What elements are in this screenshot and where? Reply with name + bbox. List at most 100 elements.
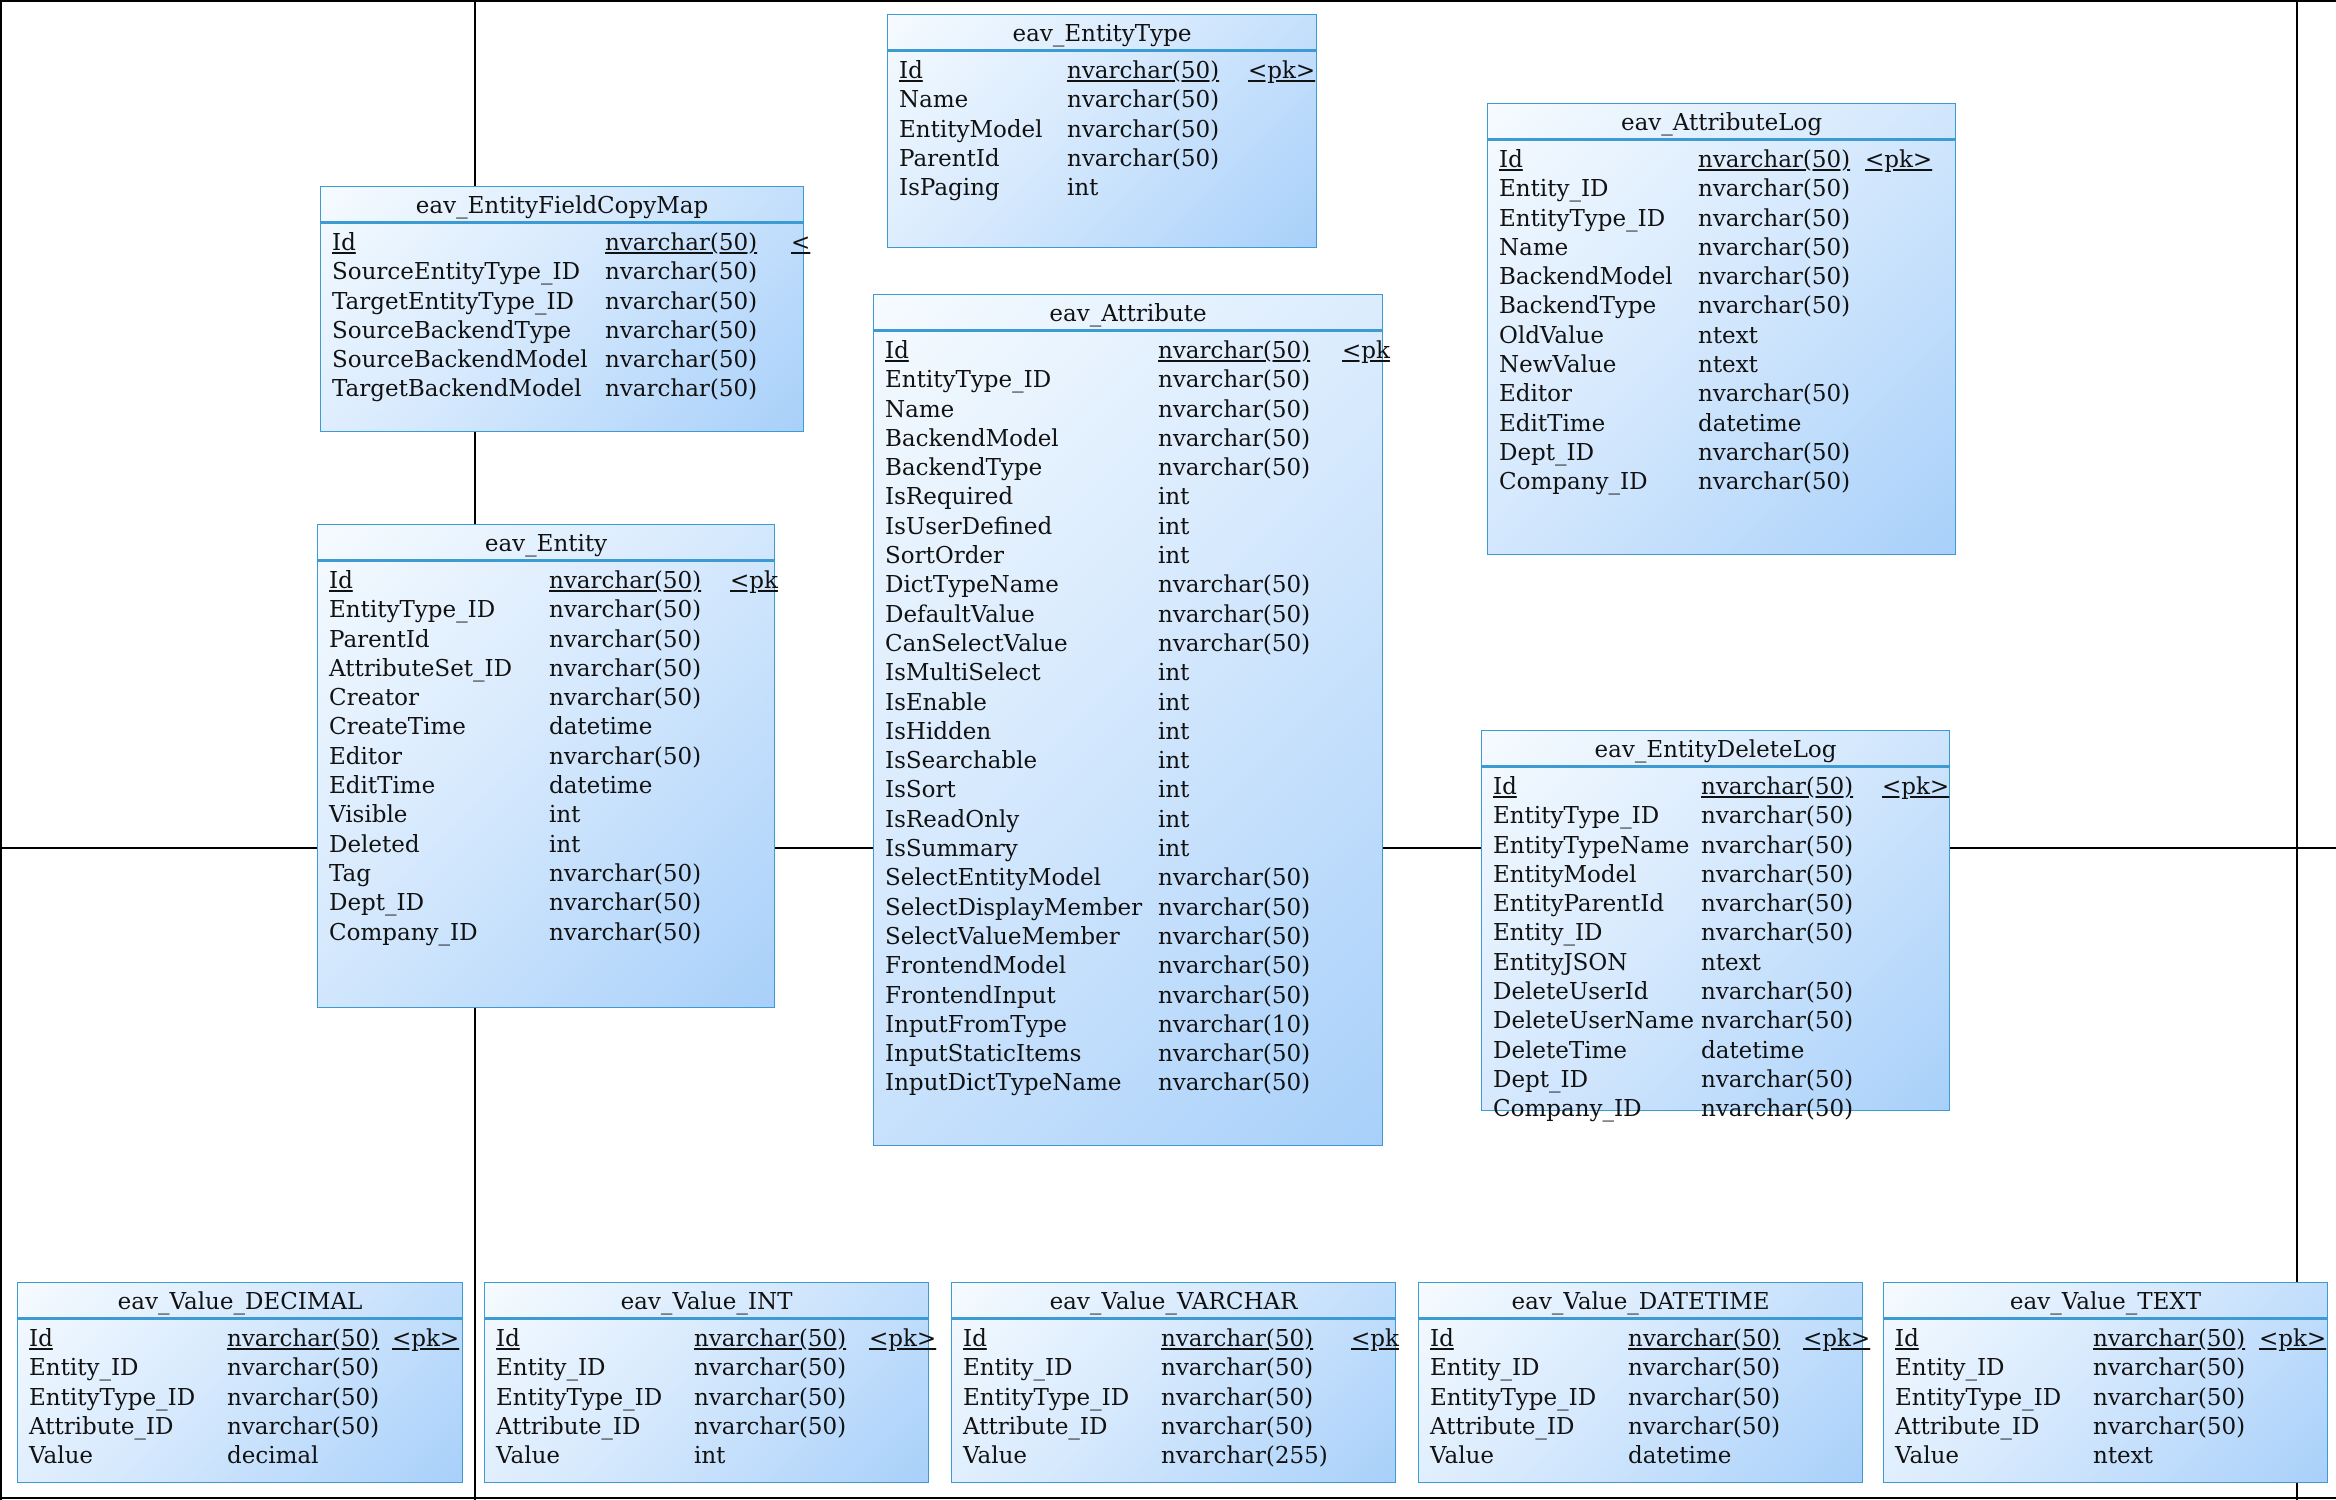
column-row[interactable]: Entity_IDnvarchar(50) <box>963 1353 1395 1382</box>
column-row[interactable]: Attribute_IDnvarchar(50) <box>963 1412 1395 1441</box>
column-row[interactable]: Idnvarchar(50)<pk> <box>29 1324 462 1353</box>
column-row[interactable]: BackendTypenvarchar(50) <box>1499 291 1955 320</box>
column-row[interactable]: InputStaticItemsnvarchar(50) <box>885 1039 1382 1068</box>
column-row[interactable]: EntityParentIdnvarchar(50) <box>1493 889 1949 918</box>
column-row[interactable]: Idnvarchar(50)<pk> <box>496 1324 936 1353</box>
column-row[interactable]: EntityType_IDnvarchar(50) <box>1493 801 1949 830</box>
column-row[interactable]: Idnvarchar(50)<pk> <box>1493 772 1949 801</box>
column-row[interactable]: EntityModelnvarchar(50) <box>899 115 1316 144</box>
column-row[interactable]: IsUserDefinedint <box>885 512 1382 541</box>
column-row[interactable]: DeleteTimedatetime <box>1493 1036 1949 1065</box>
column-row[interactable]: Editornvarchar(50) <box>329 742 774 771</box>
column-row[interactable]: Namenvarchar(50) <box>1499 233 1955 262</box>
column-row[interactable]: Company_IDnvarchar(50) <box>1493 1094 1949 1123</box>
column-row[interactable]: Namenvarchar(50) <box>899 85 1316 114</box>
column-row[interactable]: ParentIdnvarchar(50) <box>329 625 774 654</box>
column-row[interactable]: Company_IDnvarchar(50) <box>329 918 774 947</box>
table-eav-value-int[interactable]: eav_Value_INTIdnvarchar(50)<pk>Entity_ID… <box>484 1282 936 1483</box>
column-row[interactable]: Idnvarchar(50)<pk> <box>1499 145 1955 174</box>
column-row[interactable]: IsSortint <box>885 775 1382 804</box>
column-row[interactable]: EntityJSONntext <box>1493 948 1949 977</box>
column-row[interactable]: IsMultiSelectint <box>885 658 1382 687</box>
column-row[interactable]: IsSearchableint <box>885 746 1382 775</box>
column-row[interactable]: ParentIdnvarchar(50) <box>899 144 1316 173</box>
table-eav-entity[interactable]: eav_EntityIdnvarchar(50)<pkEntityType_ID… <box>317 524 778 1008</box>
column-row[interactable]: Valuentext <box>1895 1441 2327 1470</box>
column-row[interactable]: OldValuentext <box>1499 321 1955 350</box>
table-eav-value-datetime[interactable]: eav_Value_DATETIMEIdnvarchar(50)<pk>Enti… <box>1418 1282 1870 1483</box>
column-row[interactable]: Entity_IDnvarchar(50) <box>1499 174 1955 203</box>
column-row[interactable]: CanSelectValuenvarchar(50) <box>885 629 1382 658</box>
column-row[interactable]: Tagnvarchar(50) <box>329 859 774 888</box>
column-row[interactable]: SortOrderint <box>885 541 1382 570</box>
column-row[interactable]: DefaultValuenvarchar(50) <box>885 600 1382 629</box>
column-row[interactable]: IsPagingint <box>899 173 1316 202</box>
column-row[interactable]: EntityType_IDnvarchar(50) <box>496 1383 928 1412</box>
column-row[interactable]: Idnvarchar(50)< <box>332 228 810 257</box>
column-row[interactable]: Idnvarchar(50)<pk <box>963 1324 1399 1353</box>
column-row[interactable]: TargetEntityType_IDnvarchar(50) <box>332 287 803 316</box>
column-row[interactable]: BackendModelnvarchar(50) <box>1499 262 1955 291</box>
column-row[interactable]: Valuedatetime <box>1430 1441 1862 1470</box>
column-row[interactable]: SelectDisplayMembernvarchar(50) <box>885 893 1382 922</box>
column-row[interactable]: DictTypeNamenvarchar(50) <box>885 570 1382 599</box>
column-row[interactable]: Attribute_IDnvarchar(50) <box>29 1412 462 1441</box>
column-row[interactable]: EditTimedatetime <box>1499 409 1955 438</box>
column-row[interactable]: Valueint <box>496 1441 928 1470</box>
column-row[interactable]: SelectValueMembernvarchar(50) <box>885 922 1382 951</box>
column-row[interactable]: EntityType_IDnvarchar(50) <box>885 365 1382 394</box>
column-row[interactable]: Idnvarchar(50)<pk <box>885 336 1390 365</box>
column-row[interactable]: IsSummaryint <box>885 834 1382 863</box>
table-eav-entitytype[interactable]: eav_EntityTypeIdnvarchar(50)<pk>Namenvar… <box>887 14 1317 248</box>
column-row[interactable]: Entity_IDnvarchar(50) <box>1430 1353 1862 1382</box>
column-row[interactable]: NewValuentext <box>1499 350 1955 379</box>
column-row[interactable]: DeleteUserIdnvarchar(50) <box>1493 977 1949 1006</box>
column-row[interactable]: Creatornvarchar(50) <box>329 683 774 712</box>
column-row[interactable]: DeleteUserNamenvarchar(50) <box>1493 1006 1949 1035</box>
column-row[interactable]: Idnvarchar(50)<pk> <box>1430 1324 1870 1353</box>
column-row[interactable]: Dept_IDnvarchar(50) <box>329 888 774 917</box>
column-row[interactable]: IsReadOnlyint <box>885 805 1382 834</box>
column-row[interactable]: Valuenvarchar(255) <box>963 1441 1395 1470</box>
column-row[interactable]: IsHiddenint <box>885 717 1382 746</box>
table-eav-entitydeletelog[interactable]: eav_EntityDeleteLogIdnvarchar(50)<pk>Ent… <box>1481 730 1950 1122</box>
column-row[interactable]: Entity_IDnvarchar(50) <box>496 1353 928 1382</box>
column-row[interactable]: BackendModelnvarchar(50) <box>885 424 1382 453</box>
table-eav-entityfieldcopymap[interactable]: eav_EntityFieldCopyMapIdnvarchar(50)<Sou… <box>320 186 810 432</box>
column-row[interactable]: InputFromTypenvarchar(10) <box>885 1010 1382 1039</box>
column-row[interactable]: IsRequiredint <box>885 482 1382 511</box>
column-row[interactable]: Idnvarchar(50)<pk> <box>1895 1324 2327 1353</box>
column-row[interactable]: Editornvarchar(50) <box>1499 379 1955 408</box>
column-row[interactable]: AttributeSet_IDnvarchar(50) <box>329 654 774 683</box>
table-eav-attributelog[interactable]: eav_AttributeLogIdnvarchar(50)<pk>Entity… <box>1487 103 1956 555</box>
column-row[interactable]: BackendTypenvarchar(50) <box>885 453 1382 482</box>
table-eav-attribute[interactable]: eav_AttributeIdnvarchar(50)<pkEntityType… <box>873 294 1390 1146</box>
column-row[interactable]: TargetBackendModelnvarchar(50) <box>332 374 803 403</box>
column-row[interactable]: Entity_IDnvarchar(50) <box>29 1353 462 1382</box>
column-row[interactable]: Idnvarchar(50)<pk> <box>899 56 1316 85</box>
column-row[interactable]: Dept_IDnvarchar(50) <box>1493 1065 1949 1094</box>
column-row[interactable]: SourceEntityType_IDnvarchar(50) <box>332 257 803 286</box>
column-row[interactable]: EntityType_IDnvarchar(50) <box>29 1383 462 1412</box>
column-row[interactable]: Dept_IDnvarchar(50) <box>1499 438 1955 467</box>
column-row[interactable]: EntityType_IDnvarchar(50) <box>1499 204 1955 233</box>
column-row[interactable]: SourceBackendTypenvarchar(50) <box>332 316 803 345</box>
column-row[interactable]: SourceBackendModelnvarchar(50) <box>332 345 803 374</box>
column-row[interactable]: CreateTimedatetime <box>329 712 774 741</box>
table-eav-value-varchar[interactable]: eav_Value_VARCHARIdnvarchar(50)<pkEntity… <box>951 1282 1399 1483</box>
column-row[interactable]: Entity_IDnvarchar(50) <box>1493 918 1949 947</box>
column-row[interactable]: FrontendInputnvarchar(50) <box>885 981 1382 1010</box>
column-row[interactable]: InputDictTypeNamenvarchar(50) <box>885 1068 1382 1097</box>
column-row[interactable]: EntityTypeNamenvarchar(50) <box>1493 831 1949 860</box>
column-row[interactable]: Company_IDnvarchar(50) <box>1499 467 1955 496</box>
column-row[interactable]: EntityModelnvarchar(50) <box>1493 860 1949 889</box>
table-eav-value-text[interactable]: eav_Value_TEXTIdnvarchar(50)<pk>Entity_I… <box>1883 1282 2328 1483</box>
column-row[interactable]: EntityType_IDnvarchar(50) <box>1430 1383 1862 1412</box>
column-row[interactable]: Namenvarchar(50) <box>885 395 1382 424</box>
column-row[interactable]: EntityType_IDnvarchar(50) <box>963 1383 1395 1412</box>
column-row[interactable]: Attribute_IDnvarchar(50) <box>496 1412 928 1441</box>
column-row[interactable]: FrontendModelnvarchar(50) <box>885 951 1382 980</box>
column-row[interactable]: Attribute_IDnvarchar(50) <box>1895 1412 2327 1441</box>
column-row[interactable]: EditTimedatetime <box>329 771 774 800</box>
column-row[interactable]: Deletedint <box>329 830 774 859</box>
